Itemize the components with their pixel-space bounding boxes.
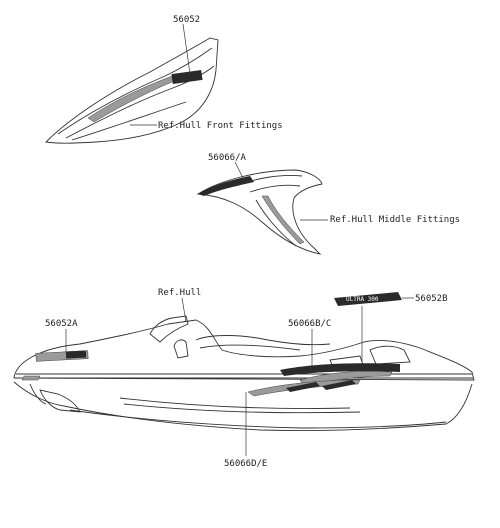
svg-text:ULTRA 300: ULTRA 300	[346, 296, 379, 303]
label-56052A: 56052A	[45, 319, 78, 329]
label-56052B: 56052B	[415, 294, 448, 304]
label-56066A: 56066/A	[208, 153, 247, 163]
label-56066BC: 56066B/C	[288, 319, 331, 329]
middle-hull-panel	[196, 169, 323, 255]
label-56052: 56052	[173, 15, 200, 25]
leader-56066A	[234, 161, 245, 181]
label-front-fittings: Ref.Hull Front Fittings	[158, 121, 283, 131]
watercraft-hull	[13, 315, 475, 431]
leader-ref-hull	[181, 297, 187, 323]
label-middle-fittings: Ref.Hull Middle Fittings	[330, 215, 460, 225]
leader-56052	[182, 23, 191, 75]
decal-56052B: ULTRA 300	[334, 292, 402, 306]
front-hull-cover	[45, 37, 219, 144]
label-ref-hull: Ref.Hull	[158, 288, 201, 298]
label-56066DE: 56066D/E	[224, 459, 267, 469]
